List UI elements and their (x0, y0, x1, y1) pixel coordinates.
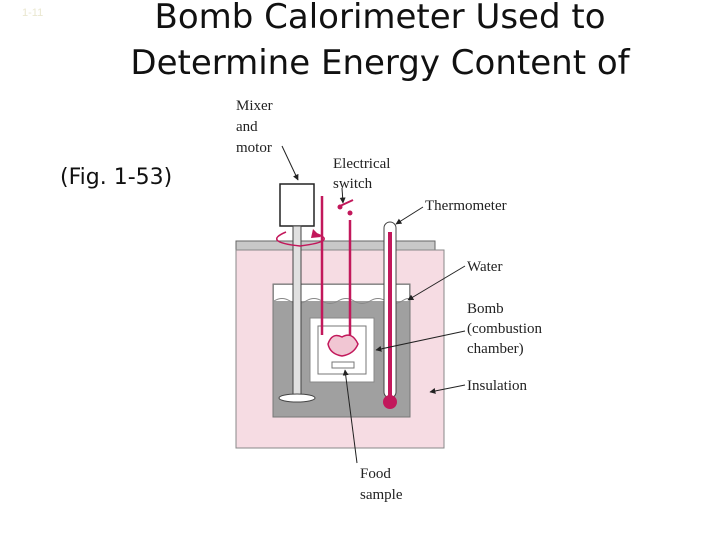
thermometer-column (388, 232, 392, 398)
mixer-shaft (292, 225, 302, 399)
label-thermometer: Thermometer (425, 198, 507, 214)
slide-title: Bomb Calorimeter Used to Determine Energ… (130, 0, 630, 83)
figure-caption: (Fig. 1-53) (60, 165, 173, 190)
label-switch: Electrical switch (333, 156, 394, 192)
calorimeter-lid (235, 240, 436, 251)
label-food: Food sample (360, 466, 403, 503)
switch-contact (347, 210, 353, 216)
leader-mixer (281, 145, 299, 181)
label-bomb: Bomb (combustion chamber) (467, 301, 546, 357)
slide-number: 1-11 (22, 7, 44, 19)
thermometer-bulb (383, 395, 397, 409)
label-water: Water (467, 259, 502, 275)
leader-switch (339, 187, 346, 204)
leader-bomb (375, 330, 466, 352)
rotation-arrowhead (311, 229, 321, 238)
switch-contact (337, 204, 343, 210)
label-insulation: Insulation (467, 378, 527, 394)
combustion-flame (327, 334, 359, 357)
leader-thermometer (395, 206, 424, 225)
label-mixer: Mixer and motor (236, 98, 276, 156)
leader-water (407, 265, 466, 301)
leader-insulation (429, 384, 466, 394)
water-surface-gap (274, 285, 409, 301)
mixer-paddle (278, 393, 316, 403)
food-dish (331, 361, 355, 369)
rotation-arrow (275, 231, 325, 247)
switch-lever (339, 199, 354, 207)
mixer-motor-box (279, 183, 315, 227)
leader-food (342, 369, 358, 464)
